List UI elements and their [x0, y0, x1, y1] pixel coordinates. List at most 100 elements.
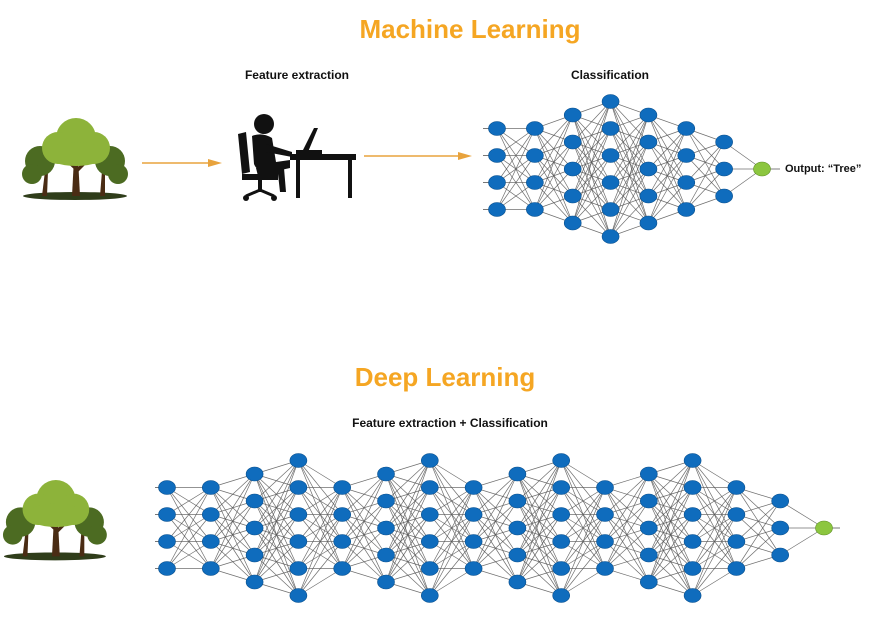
ml-neuron-node [526, 202, 544, 217]
ml-connection [496, 128, 536, 210]
dl-connection [429, 487, 474, 542]
dl-connection [517, 460, 562, 529]
deep-learning-label: Feature extraction + Classification [352, 416, 548, 430]
dl-neuron-node [464, 561, 483, 576]
ml-connection [534, 114, 573, 156]
dl-connection [429, 487, 474, 596]
dl-connection [385, 487, 431, 583]
dl-neuron-node [727, 534, 746, 549]
ml-connection [686, 141, 725, 183]
dl-connection [604, 527, 650, 569]
dl-connection [429, 487, 474, 515]
arrow-to-feature-extraction [142, 159, 222, 167]
ml-connection [534, 141, 574, 210]
dl-neuron-node [377, 520, 395, 536]
dl-neuron-node [683, 480, 702, 495]
dl-connection [604, 473, 650, 569]
ml-connection [610, 114, 649, 156]
dl-neuron-node [508, 547, 527, 563]
ml-neuron-node [601, 175, 620, 190]
dl-connection [254, 514, 299, 583]
ml-connection [648, 182, 687, 224]
dl-neuron-node [552, 561, 571, 576]
dl-connection [692, 487, 737, 515]
ml-neuron-node [639, 188, 658, 204]
dl-neuron-node [333, 480, 352, 495]
dl-neuron-node [552, 453, 571, 468]
dl-connection [560, 487, 606, 542]
machine-learning-title: Machine Learning [359, 14, 581, 44]
ml-connection [572, 101, 611, 197]
ml-connection [648, 128, 687, 197]
ml-connection [610, 195, 649, 237]
dl-connection [692, 487, 737, 596]
dl-connection [561, 460, 606, 488]
ml-connection [610, 168, 649, 237]
dl-connection [648, 514, 693, 583]
ml-neuron-node [639, 215, 658, 231]
ml-connection [648, 128, 687, 170]
ml-neuron-node [563, 215, 582, 231]
dl-connection [254, 487, 299, 583]
dl-connection [473, 473, 518, 515]
dl-connection [385, 541, 431, 583]
dl-connection [385, 514, 431, 583]
dl-connection [298, 487, 343, 596]
ml-neuron-node [601, 148, 620, 163]
dl-connection [210, 473, 255, 569]
dl-neuron-node [683, 507, 702, 522]
dl-neuron-node [727, 507, 746, 522]
dl-neuron-node [639, 574, 658, 590]
dl-neuron-node [202, 561, 220, 576]
dl-neuron-node [639, 493, 658, 509]
dl-connection [648, 460, 693, 583]
dl-connection [692, 514, 737, 596]
ml-connection [496, 155, 536, 210]
ml-connection [685, 141, 725, 210]
deep-learning-title: Deep Learning [354, 362, 536, 392]
ml-neuron-node [715, 134, 733, 150]
dl-output-node [815, 520, 833, 536]
dl-neuron-node [420, 507, 439, 522]
dl-connection [166, 514, 212, 569]
dl-neuron-node [552, 534, 571, 549]
dl-neuron-node [552, 480, 571, 495]
dl-connection [429, 487, 474, 569]
dl-neuron-node [289, 561, 308, 576]
ml-neuron-node [677, 121, 696, 136]
ml-neuron-node [488, 121, 506, 136]
dl-connection [385, 460, 431, 556]
dl-neuron-node [552, 507, 571, 522]
dl-connection [473, 500, 518, 569]
ml-neuron-node [677, 175, 696, 190]
dl-neuron-node [683, 561, 702, 576]
dl-connection [604, 500, 650, 569]
dl-neuron-node [508, 520, 527, 536]
dl-neuron-node [727, 561, 746, 576]
dl-neuron-node [377, 547, 395, 563]
dl-connection [604, 473, 650, 542]
dl-neuron-node [596, 507, 614, 522]
dl-connection [473, 473, 518, 542]
ml-neuron-node [488, 202, 506, 217]
dl-connection [298, 487, 343, 569]
dl-neuron-node [245, 574, 264, 590]
dl-connection [166, 487, 212, 542]
dl-neuron-node [158, 534, 176, 549]
dl-connection [560, 541, 606, 596]
dl-connection [429, 460, 474, 488]
dl-connection [560, 514, 606, 596]
dl-neuron-node [596, 561, 614, 576]
person-at-computer-icon [238, 114, 356, 201]
dl-neuron-node [464, 480, 483, 495]
ml-connection [610, 114, 649, 183]
dl-connection [385, 460, 431, 502]
dl-connection [298, 487, 343, 515]
ml-neuron-node [601, 229, 620, 244]
dl-neuron-node [508, 466, 527, 482]
ml-connection [572, 101, 611, 224]
dl-connection [736, 500, 781, 542]
dl-neuron-node [202, 507, 220, 522]
dl-neuron-node [202, 534, 220, 549]
